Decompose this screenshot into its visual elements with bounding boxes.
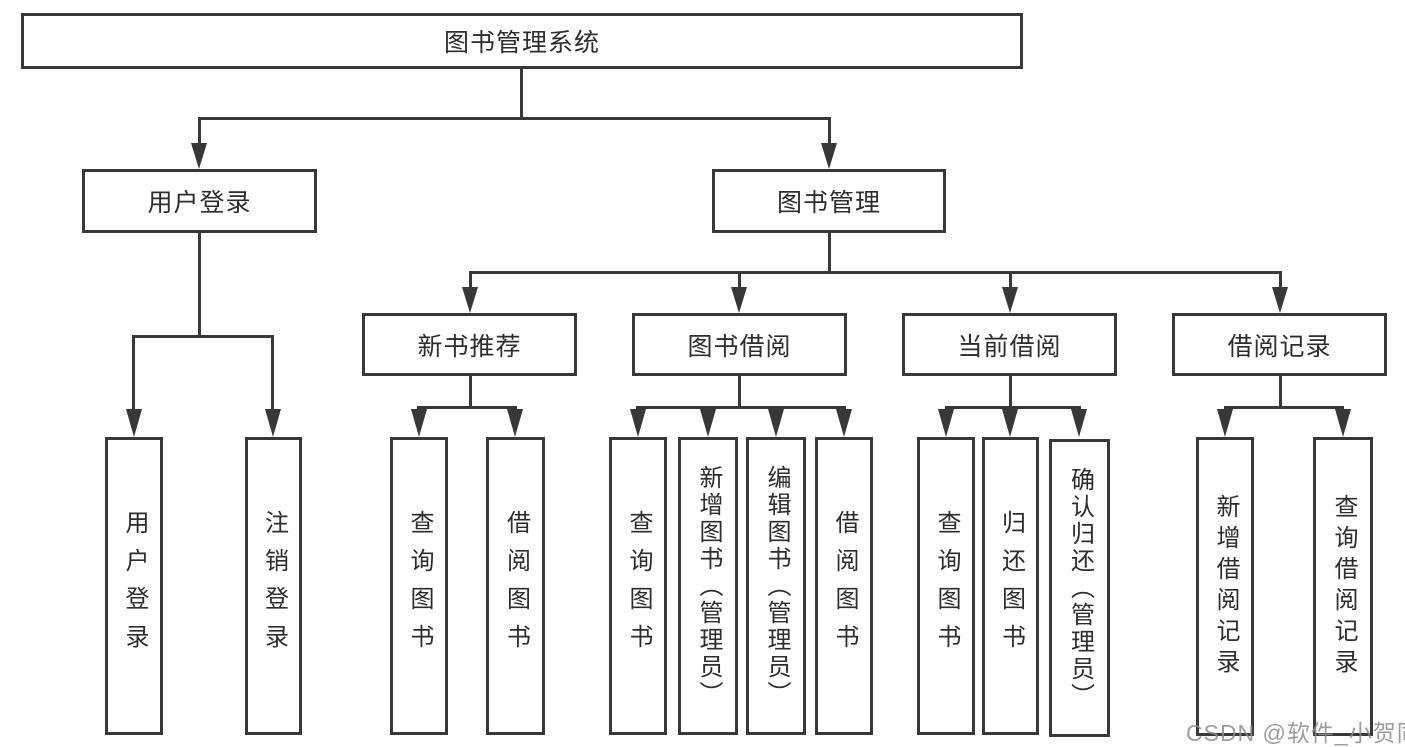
node-label: 确认归还（管理员） [1066, 466, 1094, 710]
node-label: 查询图书 [933, 510, 960, 662]
node-label: 新增图书（管理员） [695, 464, 722, 708]
arrowhead [1272, 287, 1288, 313]
arrowhead [507, 409, 523, 437]
node-label: 借阅记录 [1227, 332, 1332, 361]
arrowhead [700, 409, 716, 437]
node-book-borrow: 图书借阅 [632, 313, 847, 376]
connector-line [1009, 376, 1012, 408]
arrowhead [836, 409, 852, 437]
connector-line [945, 406, 1081, 409]
arrowhead [462, 287, 478, 313]
arrowhead [731, 287, 747, 313]
csdn-watermark: CSDN @软件_小贺同学 [1186, 720, 1405, 746]
leaf-add-borrow-record: 新增借阅记录 [1196, 437, 1254, 736]
connector-line [132, 335, 135, 411]
connector-line [1279, 376, 1282, 408]
connector-line [271, 335, 274, 411]
node-borrow-records: 借阅记录 [1172, 313, 1387, 376]
leaf-recommend-borrow-books: 借阅图书 [486, 437, 545, 735]
connector-line [1279, 271, 1282, 289]
leaf-add-books-admin: 新增图书（管理员） [678, 437, 738, 735]
connector-line [417, 406, 517, 409]
arrowhead [1002, 409, 1018, 437]
arrowhead [1002, 287, 1018, 313]
connector-line [1224, 406, 1344, 409]
arrowhead [630, 409, 646, 437]
connector-line [132, 335, 274, 338]
connector-line [198, 117, 831, 120]
connector-line [469, 376, 472, 408]
node-label: 图书管理 [776, 189, 881, 217]
arrowhead [768, 409, 784, 437]
arrowhead [265, 409, 281, 437]
leaf-recommend-query-books: 查询图书 [390, 437, 448, 735]
node-label: 查询图书 [625, 510, 652, 662]
node-label: 用户登录 [121, 510, 148, 662]
arrowhead [191, 143, 207, 169]
leaf-borrow-query-books: 查询图书 [609, 437, 667, 735]
node-label: 当前借阅 [957, 332, 1062, 361]
leaf-current-query-books: 查询图书 [917, 437, 975, 735]
node-label: 新书推荐 [417, 332, 522, 361]
arrowhead [1071, 409, 1087, 437]
node-label: 借阅图书 [502, 510, 530, 662]
arrowhead [938, 409, 954, 437]
node-label: 注销登录 [260, 510, 288, 662]
connector-line [828, 117, 831, 145]
node-current-borrow: 当前借阅 [902, 313, 1117, 376]
connector-line [1009, 271, 1012, 289]
leaf-confirm-return-admin: 确认归还（管理员） [1049, 439, 1110, 737]
leaf-user-login: 用户登录 [105, 437, 163, 735]
node-label: 图书借阅 [687, 332, 792, 361]
node-new-book-recommend: 新书推荐 [362, 313, 577, 376]
node-label: 用户登录 [147, 189, 252, 217]
connector-line [738, 271, 741, 289]
node-label: 编辑图书（管理员） [763, 464, 790, 708]
node-book-management: 图书管理 [712, 169, 946, 233]
node-label: 查询图书 [406, 510, 433, 662]
connector-line [469, 271, 1282, 274]
arrowhead [126, 409, 142, 437]
arrowhead [1335, 409, 1351, 437]
node-label: 图书管理系统 [443, 29, 600, 57]
connector-line [738, 376, 741, 408]
leaf-query-borrow-record: 查询借阅记录 [1313, 437, 1373, 736]
arrowhead [411, 409, 427, 437]
node-user-login: 用户登录 [82, 169, 317, 233]
arrowhead [821, 143, 837, 169]
arrowhead [1217, 409, 1233, 437]
connector-line [520, 69, 523, 118]
leaf-edit-books-admin: 编辑图书（管理员） [746, 437, 806, 735]
connector-line [469, 271, 472, 289]
connector-line [828, 233, 831, 273]
leaf-borrow-books: 借阅图书 [815, 437, 873, 735]
node-label: 归还图书 [997, 510, 1025, 662]
node-label: 借阅图书 [831, 510, 858, 662]
node-label: 查询借阅记录 [1330, 493, 1357, 680]
connector-line [198, 233, 201, 337]
connector-line [198, 117, 201, 145]
connector-line [636, 406, 846, 409]
node-root-system: 图书管理系统 [21, 13, 1023, 69]
node-label: 新增借阅记录 [1212, 493, 1239, 680]
leaf-logout: 注销登录 [245, 437, 302, 735]
leaf-return-books: 归还图书 [982, 437, 1039, 735]
